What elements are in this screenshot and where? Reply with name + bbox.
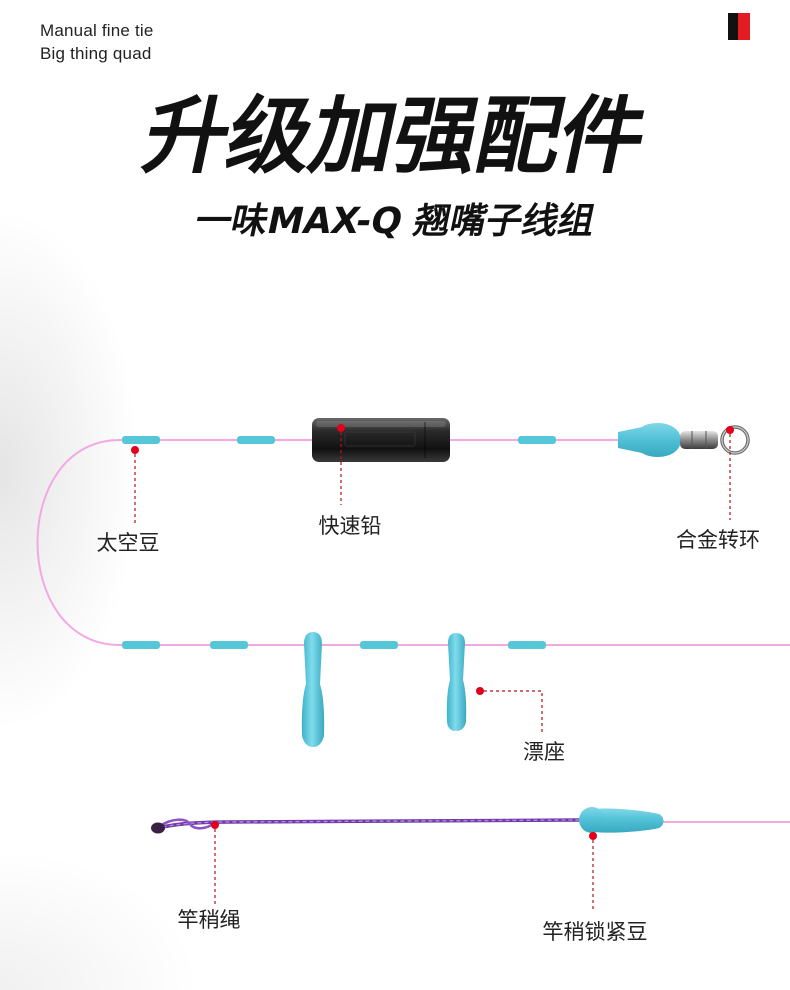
brand-tagline: Manual fine tie Big thing quad [40,19,154,65]
callout-dot-fast-lead [337,424,345,432]
label-alloy-swivel: 合金转环 [676,528,760,552]
space-bean-bead [518,436,556,444]
space-bean-bead [237,436,275,444]
space-bean-bead [360,641,398,649]
swivel-stopper-bead [618,423,681,457]
tagline-line-1: Manual fine tie [40,21,154,40]
space-bean-bead [210,641,248,649]
float-seat [446,633,467,731]
label-rod-tip-lock-bead: 竿稍锁紧豆 [542,920,648,944]
fast-lead-weight [312,418,450,462]
callout-dot-space-bean [131,446,139,454]
space-bean-bead [508,641,546,649]
main-line [36,439,790,646]
callout-dot-rod-tip-lock-bead [589,832,597,840]
label-space-bean: 太空豆 [96,531,160,555]
tagline-line-2: Big thing quad [40,44,152,63]
alloy-swivel [680,425,750,455]
callout-dot-rod-tip-rope [211,821,219,829]
space-bean-bead [122,641,160,649]
brand-flag-icon [728,13,750,40]
float-seat [301,632,325,747]
callout-dot-alloy-swivel [726,426,734,434]
callout-leader-float-seat [484,690,543,735]
callout-dot-float-seat [476,687,484,695]
label-float-seat: 漂座 [523,740,565,764]
label-rod-tip-rope: 竿稍绳 [177,908,241,932]
rod-tip-lock-bead [579,807,664,833]
rod-tip-rope [151,818,581,834]
flag-red-bar [738,13,750,40]
label-fast-lead: 快速铅 [318,514,382,538]
flag-black-bar [728,13,738,40]
space-bean-bead [122,436,160,444]
